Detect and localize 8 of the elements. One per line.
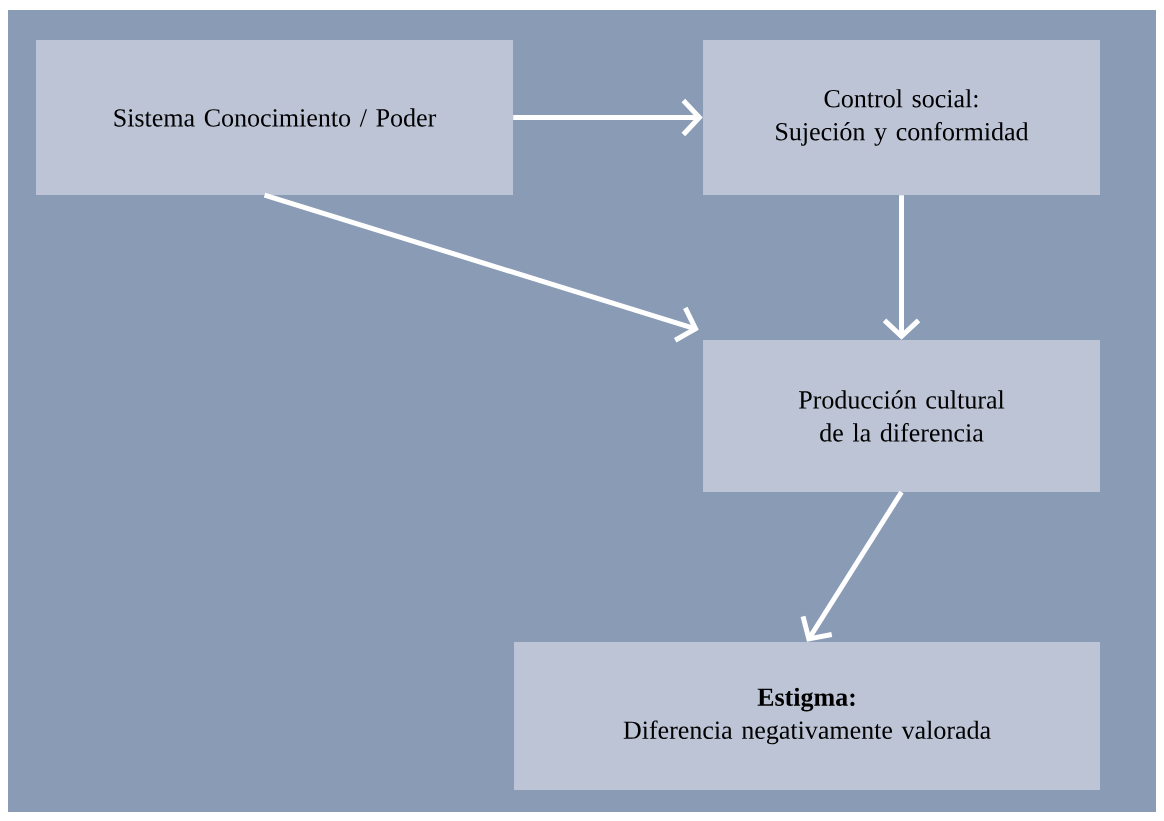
process-box: Producción cultural de la diferencia — [703, 340, 1100, 492]
process-box: Estigma: Diferencia negativamente valorada — [514, 642, 1100, 790]
process-box: Control social: Sujeción y conformidad — [703, 40, 1100, 195]
arrow — [513, 98, 703, 137]
arrow — [263, 192, 699, 343]
arrow — [800, 490, 904, 642]
process-box: Sistema Conocimiento / Poder — [36, 40, 513, 195]
arrow — [882, 195, 921, 340]
